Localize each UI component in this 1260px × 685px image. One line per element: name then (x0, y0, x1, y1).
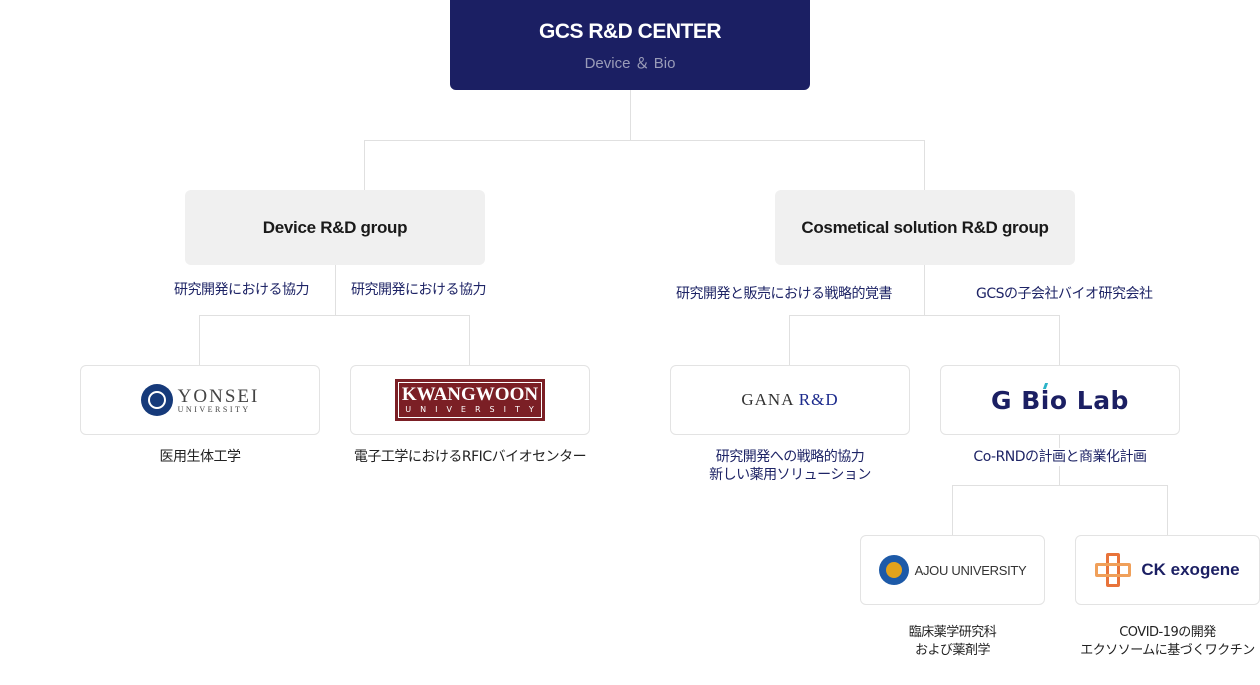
description-line: および薬剤学 (914, 643, 991, 658)
group-cosmetical-solution-rnd: Cosmetical solution R&D group (775, 190, 1075, 265)
connector-line (924, 265, 925, 315)
description-line: 電子工学におけるRFICバイオセンター (353, 449, 587, 465)
connector-line (952, 485, 1168, 486)
connector-line (1167, 485, 1168, 535)
partner-card-yonsei: YONSEI UNIVERSITY (80, 365, 320, 435)
logo-text: G Bio Lab (991, 385, 1129, 415)
group-device-rnd: Device R&D group (185, 190, 485, 265)
logo-text: AJOU UNIVERSITY (914, 562, 1027, 578)
description-line: Co-RNDの計画と商業化計画 (973, 449, 1147, 465)
partner-card-ajou: AJOU UNIVERSITY (860, 535, 1045, 605)
description-line: 新しい薬用ソリューション (709, 467, 871, 483)
partner-card-gana-rnd: GANA R&D (670, 365, 910, 435)
connector-line (364, 140, 925, 141)
logo-text: YONSEI (177, 385, 260, 407)
kwangwoon-university-logo: KWANGWOON UNIVERSITY (395, 379, 545, 421)
partner-description: Co-RNDの計画と商業化計画 (940, 448, 1180, 466)
yonsei-university-logo: YONSEI UNIVERSITY (140, 384, 260, 416)
connector-line (335, 265, 336, 315)
connector-line (924, 140, 925, 190)
connector-line (789, 315, 1060, 316)
relation-label: GCSの子会社バイオ研究会社 (976, 286, 1153, 302)
root-node-gcs-rnd-center: GCS R&D CENTER Device ＆ Bio (450, 0, 810, 90)
description-line: エクソソームに基づくワクチン (1080, 643, 1255, 658)
logo-subtext: UNIVERSITY (405, 405, 543, 414)
root-title: GCS R&D CENTER (538, 20, 722, 43)
connector-line (199, 315, 470, 316)
description-line: 臨床薬学研究科 (908, 625, 997, 640)
yonsei-seal-icon (140, 384, 173, 416)
ck-exogene-logo: CK exogene (1095, 553, 1240, 587)
connector-line (1059, 315, 1060, 365)
ajou-university-logo: AJOU UNIVERSITY (878, 555, 1027, 585)
relation-label: 研究開発における協力 (351, 282, 487, 298)
connector-line (469, 315, 470, 365)
connector-line (630, 90, 631, 140)
connector-line (952, 485, 953, 535)
logo-subtext: UNIVERSITY (177, 404, 251, 414)
partner-description: COVID-19の開発 エクソソームに基づくワクチン (1065, 624, 1260, 660)
connector-line (364, 140, 365, 190)
logo-text: KWANGWOON (401, 384, 539, 405)
partner-description: 研究開発への戦略的協力 新しい薬用ソリューション (670, 448, 910, 484)
connector-line (199, 315, 200, 365)
partner-description: 電子工学におけるRFICバイオセンター (330, 448, 610, 466)
root-subtitle: Device ＆ Bio (584, 55, 676, 72)
partner-card-g-bio-lab: G Bio Lab (940, 365, 1180, 435)
partner-card-ck-exogene: CK exogene (1075, 535, 1260, 605)
gana-rnd-logo: GANA R&D (741, 390, 838, 410)
description-line: COVID-19の開発 (1119, 625, 1216, 640)
description-line: 医用生体工学 (159, 449, 242, 465)
cross-icon (1095, 553, 1132, 587)
relation-label: 研究開発と販売における戦略的覚書 (676, 286, 893, 302)
logo-text: GANA (741, 390, 794, 409)
partner-description: 臨床薬学研究科 および薬剤学 (860, 624, 1045, 660)
partner-card-kwangwoon: KWANGWOON UNIVERSITY (350, 365, 590, 435)
partner-description: 医用生体工学 (80, 448, 320, 466)
logo-text: CK exogene (1141, 560, 1240, 579)
connector-line (789, 315, 790, 365)
relation-label: 研究開発における協力 (174, 282, 310, 298)
description-line: 研究開発への戦略的協力 (715, 449, 865, 465)
ajou-seal-icon (878, 555, 909, 585)
logo-text: R&D (798, 390, 839, 409)
g-bio-lab-logo: G Bio Lab (991, 382, 1129, 415)
